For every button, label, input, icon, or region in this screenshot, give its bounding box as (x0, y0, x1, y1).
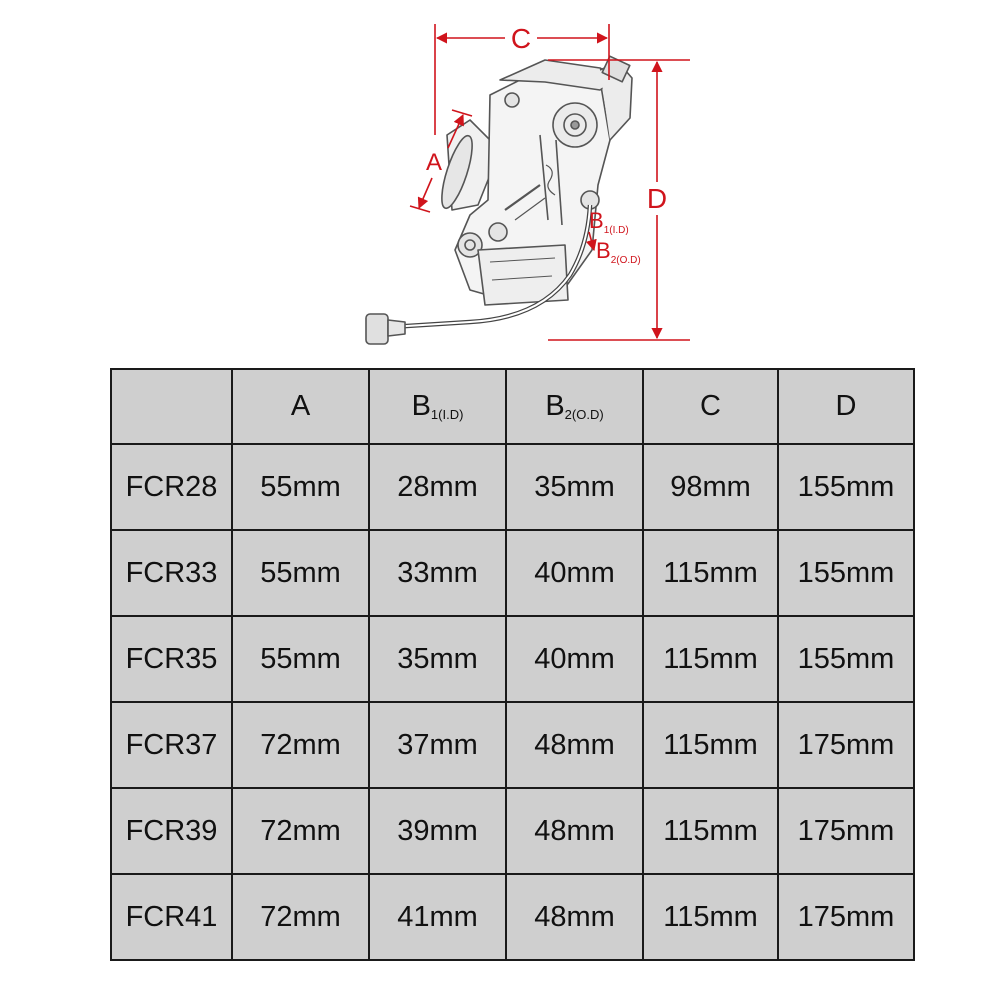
header-b1-main: B (411, 390, 431, 422)
model-cell: FCR39 (110, 787, 233, 875)
header-b2-main: B (545, 390, 565, 422)
header-d-main: D (835, 390, 857, 422)
value-cell-b2: 48mm (505, 701, 644, 789)
dimension-lines (409, 24, 690, 341)
table-row: FCR39 72mm 39mm 48mm 115mm 175mm (110, 787, 915, 875)
header-b1-sub: 1(I.D) (430, 407, 464, 422)
header-c: C (642, 368, 779, 445)
value-cell-a: 72mm (231, 787, 370, 875)
value-cell-c: 115mm (642, 529, 779, 617)
dimension-table: A B1(I.D) B2(O.D) C D FCR28 55mm 28mm 35… (110, 368, 915, 961)
value-cell-a: 55mm (231, 443, 370, 531)
value-cell-b1: 39mm (368, 787, 507, 875)
table-row: FCR37 72mm 37mm 48mm 115mm 175mm (110, 701, 915, 789)
header-b2: B2(O.D) (505, 368, 644, 445)
value-cell-d: 175mm (777, 701, 915, 789)
header-b1: B1(I.D) (368, 368, 507, 445)
value-cell-d: 175mm (777, 873, 915, 961)
header-b2-sub: 2(O.D) (564, 407, 604, 422)
dim-label-b2: B2(O.D) (596, 238, 641, 266)
value-cell-c: 115mm (642, 615, 779, 703)
dim-label-b2-main: B (596, 238, 611, 263)
value-cell-b1: 28mm (368, 443, 507, 531)
model-cell: FCR28 (110, 443, 233, 531)
dim-label-c: C (511, 23, 531, 54)
value-cell-b2: 48mm (505, 873, 644, 961)
table-row: FCR35 55mm 35mm 40mm 115mm 155mm (110, 615, 915, 703)
model-cell: FCR33 (110, 529, 233, 617)
value-cell-b1: 37mm (368, 701, 507, 789)
value-cell-b2: 48mm (505, 787, 644, 875)
value-cell-d: 155mm (777, 443, 915, 531)
value-cell-d: 175mm (777, 787, 915, 875)
header-a-main: A (290, 390, 311, 422)
carburetor-illustration (365, 55, 633, 345)
dim-label-b2-sub: 2(O.D) (611, 255, 641, 266)
dim-label-b1-sub: 1(I.D) (604, 225, 629, 236)
value-cell-c: 115mm (642, 873, 779, 961)
value-cell-b1: 35mm (368, 615, 507, 703)
header-c-main: C (700, 390, 721, 422)
dim-label-a: A (426, 149, 442, 176)
value-cell-b2: 35mm (505, 443, 644, 531)
carburetor-dimension-diagram: C D A B1(I.D) B2(O.D) (365, 23, 690, 345)
value-cell-a: 55mm (231, 529, 370, 617)
header-a: A (231, 368, 370, 445)
value-cell-b1: 33mm (368, 529, 507, 617)
value-cell-b1: 41mm (368, 873, 507, 961)
header-corner (110, 368, 233, 445)
table-row: FCR28 55mm 28mm 35mm 98mm 155mm (110, 443, 915, 531)
value-cell-b2: 40mm (505, 529, 644, 617)
value-cell-c: 115mm (642, 787, 779, 875)
value-cell-a: 72mm (231, 701, 370, 789)
value-cell-c: 115mm (642, 701, 779, 789)
dim-label-b1-main: B (589, 208, 604, 233)
header-d: D (777, 368, 915, 445)
value-cell-c: 98mm (642, 443, 779, 531)
dim-label-d: D (647, 183, 667, 214)
model-cell: FCR41 (110, 873, 233, 961)
value-cell-b2: 40mm (505, 615, 644, 703)
table-row: FCR41 72mm 41mm 48mm 115mm 175mm (110, 873, 915, 961)
value-cell-a: 55mm (231, 615, 370, 703)
table-header-row: A B1(I.D) B2(O.D) C D (110, 368, 915, 445)
model-cell: FCR35 (110, 615, 233, 703)
value-cell-d: 155mm (777, 529, 915, 617)
value-cell-d: 155mm (777, 615, 915, 703)
dim-label-b1: B1(I.D) (589, 208, 629, 236)
model-cell: FCR37 (110, 701, 233, 789)
value-cell-a: 72mm (231, 873, 370, 961)
table-row: FCR33 55mm 33mm 40mm 115mm 155mm (110, 529, 915, 617)
